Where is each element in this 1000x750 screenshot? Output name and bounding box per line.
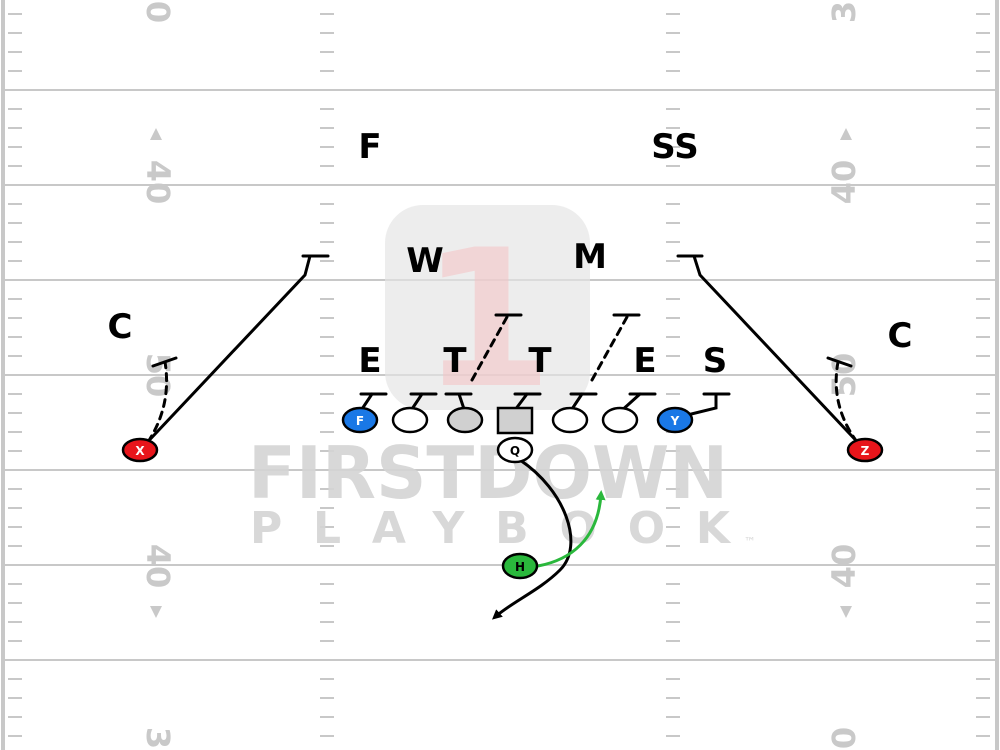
left-cornerback[interactable]: C	[108, 307, 133, 347]
z-receiver-label: Z	[861, 444, 870, 458]
direction-arrow-icon	[840, 606, 852, 618]
z-receiver[interactable]	[846, 437, 884, 463]
yard-number-left-bottom: 3	[139, 727, 177, 749]
yard-number-right-top: 3	[825, 1, 863, 23]
z-route	[692, 254, 867, 452]
yard-number-left-40-upper: 40	[139, 160, 177, 205]
right-end[interactable]: E	[633, 341, 656, 381]
tackle-climb-dashed	[590, 315, 629, 382]
h-route-arrow	[536, 490, 606, 568]
x-motion-dashed	[146, 360, 169, 444]
left-defensive-tackle[interactable]: T	[443, 341, 467, 381]
left-guard[interactable]	[446, 406, 484, 434]
f-back[interactable]	[341, 406, 379, 434]
direction-arrow-icon	[150, 128, 162, 140]
sam-linebacker[interactable]: S	[703, 341, 728, 381]
will-linebacker[interactable]: W	[406, 241, 444, 281]
qb-route-arrow	[491, 458, 573, 620]
x-receiver[interactable]	[121, 437, 159, 463]
direction-arrow-icon	[150, 606, 162, 618]
y-tight-end[interactable]	[656, 406, 694, 434]
yard-number-left-top: 0	[139, 1, 177, 23]
y-tight-end-label: Y	[670, 414, 680, 428]
right-defensive-tackle[interactable]: T	[528, 341, 552, 381]
offense: X Z F Y Q H	[121, 406, 884, 580]
x-receiver-label: X	[135, 444, 145, 458]
yard-number-right-bottom: 0	[825, 727, 863, 749]
x-arc-block-bar	[151, 356, 178, 368]
f-back-label: F	[356, 414, 364, 428]
routes	[138, 254, 867, 620]
defense: F SS W M C C E T T E S	[108, 127, 913, 381]
yard-number-right-40-upper: 40	[825, 160, 863, 205]
strong-safety[interactable]: SS	[651, 127, 698, 167]
center[interactable]	[496, 406, 534, 435]
z-arc-block-bar	[826, 356, 853, 368]
quarterback[interactable]	[496, 436, 534, 464]
right-cornerback[interactable]: C	[888, 316, 913, 356]
direction-arrow-icon	[840, 128, 852, 140]
yard-numbers: 0 40 50 40 3 3 40 50 40 0	[139, 1, 863, 749]
h-back[interactable]	[501, 552, 539, 580]
right-tackle[interactable]	[601, 406, 639, 434]
yard-number-left-40-lower: 40	[139, 544, 177, 589]
z-motion-dashed	[834, 360, 859, 444]
h-back-label: H	[515, 560, 525, 574]
quarterback-label: Q	[510, 444, 520, 458]
watermark-trademark: ™	[744, 535, 756, 549]
left-end[interactable]: E	[358, 341, 381, 381]
free-safety[interactable]: F	[358, 127, 381, 167]
mike-linebacker[interactable]: M	[573, 237, 607, 277]
left-tackle[interactable]	[391, 406, 429, 434]
x-route	[138, 254, 312, 452]
watermark-logo-icon	[385, 205, 590, 410]
right-guard[interactable]	[551, 406, 589, 434]
guard-climb-dashed	[470, 315, 509, 382]
watermark-title: FIRSTDOWN	[248, 431, 728, 515]
yard-number-right-40-lower: 40	[825, 544, 863, 589]
